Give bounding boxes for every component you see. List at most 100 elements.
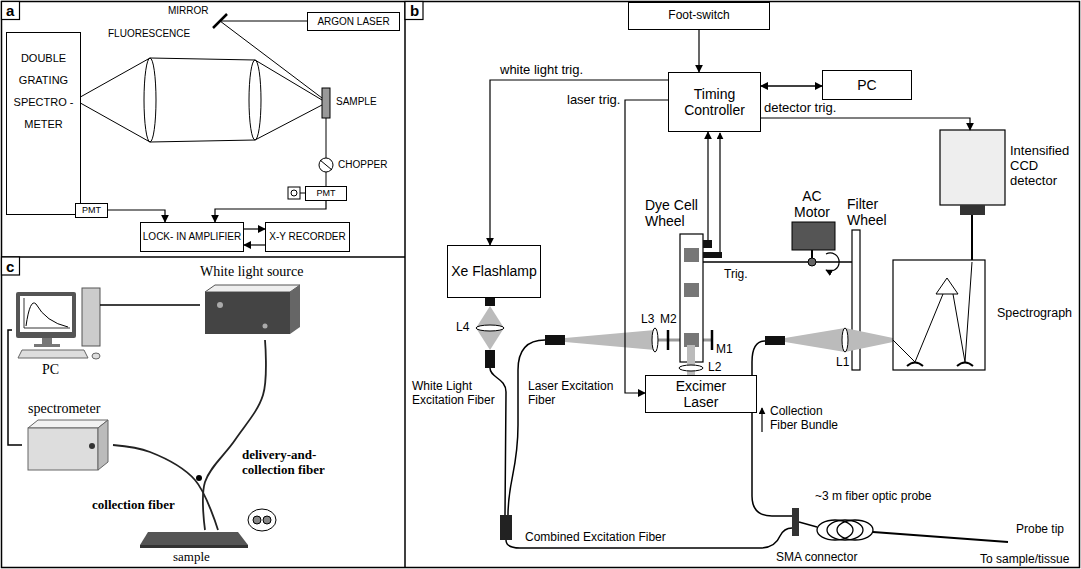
panel-tag <box>405 2 423 20</box>
signal-name: Trig. <box>724 268 748 282</box>
node-text: LOCK- IN AMPLIFIER <box>143 231 241 243</box>
light-ray <box>965 262 972 362</box>
label-holder: a <box>6 2 14 19</box>
spectrometer: spectrometer <box>22 400 113 478</box>
panel-tag <box>2 2 20 20</box>
sample-block <box>140 545 248 548</box>
light-beam <box>476 306 504 350</box>
edge-label-holder: white light trig. <box>498 63 585 78</box>
label-holder: M2 <box>660 313 677 327</box>
fiber-coil <box>827 520 863 540</box>
panel-tag <box>2 257 20 275</box>
label-holder: Combined Excitation Fiber <box>525 531 666 545</box>
light-beam <box>785 328 893 352</box>
connector <box>761 85 822 87</box>
fiber-connector <box>765 336 785 345</box>
node-text: Excimer Laser <box>666 378 736 410</box>
node-text: Intensified CCD detector <box>1010 144 1076 189</box>
motor-body <box>792 222 835 250</box>
label-holder: c <box>6 258 14 275</box>
laser-box: ARGON LASER <box>307 12 400 31</box>
label-holder: collection fiber <box>92 498 175 513</box>
sample-holder <box>322 88 330 118</box>
laser-beam <box>220 21 307 22</box>
knob <box>217 302 223 308</box>
node-text: Xe Flashlamp <box>451 263 537 279</box>
edge-label-holder: detector trig. <box>762 101 838 116</box>
optic-name: L4 <box>456 321 469 335</box>
optical-fiber <box>203 340 266 530</box>
part-name: SAMPLE <box>336 96 377 108</box>
fiber-name: collection fiber <box>92 498 175 513</box>
connector <box>707 132 708 196</box>
motor-shaft <box>811 250 813 258</box>
prism-symbol <box>936 278 958 294</box>
label-holder: Collection Fiber Bundle <box>770 405 850 433</box>
spectrograph-housing <box>893 260 985 370</box>
label-holder: CHOPPER <box>338 159 387 171</box>
node-text: Filter Wheel <box>847 196 902 228</box>
probe-body <box>873 532 1008 542</box>
dye-cell <box>684 248 699 262</box>
beam-name: FLUORESCENCE <box>108 28 190 40</box>
connector <box>761 118 970 130</box>
connector <box>698 30 699 72</box>
node-text: PC <box>857 77 876 93</box>
trigger-wire <box>707 196 708 240</box>
light-source-box <box>290 285 300 334</box>
computer-box: PC <box>822 70 912 100</box>
sample: sample <box>140 530 250 567</box>
node-text: ARGON LASER <box>317 16 389 28</box>
part-name: MIRROR <box>168 5 209 17</box>
gear-symbol <box>808 258 816 266</box>
rotation-arrow <box>826 253 839 271</box>
dye-wheel <box>680 234 703 362</box>
fiber-name: White Light Excitation Fiber <box>412 380 500 408</box>
light-source-box <box>205 292 290 334</box>
monitor <box>16 292 76 338</box>
monitor-stand <box>42 338 52 344</box>
connector <box>625 100 668 393</box>
fiber-connector <box>485 298 495 306</box>
node-text: spectrometer <box>28 401 112 417</box>
node-text: PC <box>42 362 82 378</box>
motor: AC Motor <box>782 188 842 222</box>
monitor-stand <box>34 344 60 347</box>
trigger-sensor <box>703 240 712 248</box>
label-holder: Trig. <box>724 268 748 282</box>
light-ray <box>75 100 150 142</box>
signal-label: laser trig. <box>565 93 622 108</box>
signal-label: white light trig. <box>498 63 585 78</box>
label-holder: FLUORESCENCE <box>108 28 190 40</box>
node-text: Timing Controller <box>669 86 760 118</box>
node-text: Foot-switch <box>668 9 729 23</box>
node-text: Dye Cell Wheel <box>645 197 705 229</box>
light-source: White light source <box>200 262 323 340</box>
label-holder: L4 <box>456 321 469 335</box>
mirror-symbol <box>667 330 670 350</box>
fiber-port <box>89 443 95 449</box>
light-ray <box>255 105 322 140</box>
fiber-name: Collection Fiber Bundle <box>770 405 850 433</box>
lens-symbol <box>842 328 848 352</box>
node-text: White light source <box>200 264 322 280</box>
light-ray <box>255 60 322 100</box>
node-text: X-Y RECORDER <box>269 231 346 243</box>
connector <box>215 201 326 222</box>
part-name: To sample/tissue <box>980 553 1069 567</box>
laser-beam <box>220 21 322 98</box>
trigger-sensor <box>703 252 722 258</box>
fiber-connector <box>545 335 565 345</box>
spectrometer-box <box>28 428 98 470</box>
optic-name: L1 <box>836 356 849 370</box>
part-name: Probe tip <box>1016 523 1064 537</box>
label-holder: Laser Excitation Fiber <box>528 380 616 408</box>
panel-letter: c <box>6 258 14 275</box>
label-holder: M1 <box>716 343 733 357</box>
node-text: PMT <box>317 188 336 198</box>
cable <box>100 304 110 306</box>
fiber-cross-section <box>248 509 276 531</box>
connector <box>244 244 265 245</box>
